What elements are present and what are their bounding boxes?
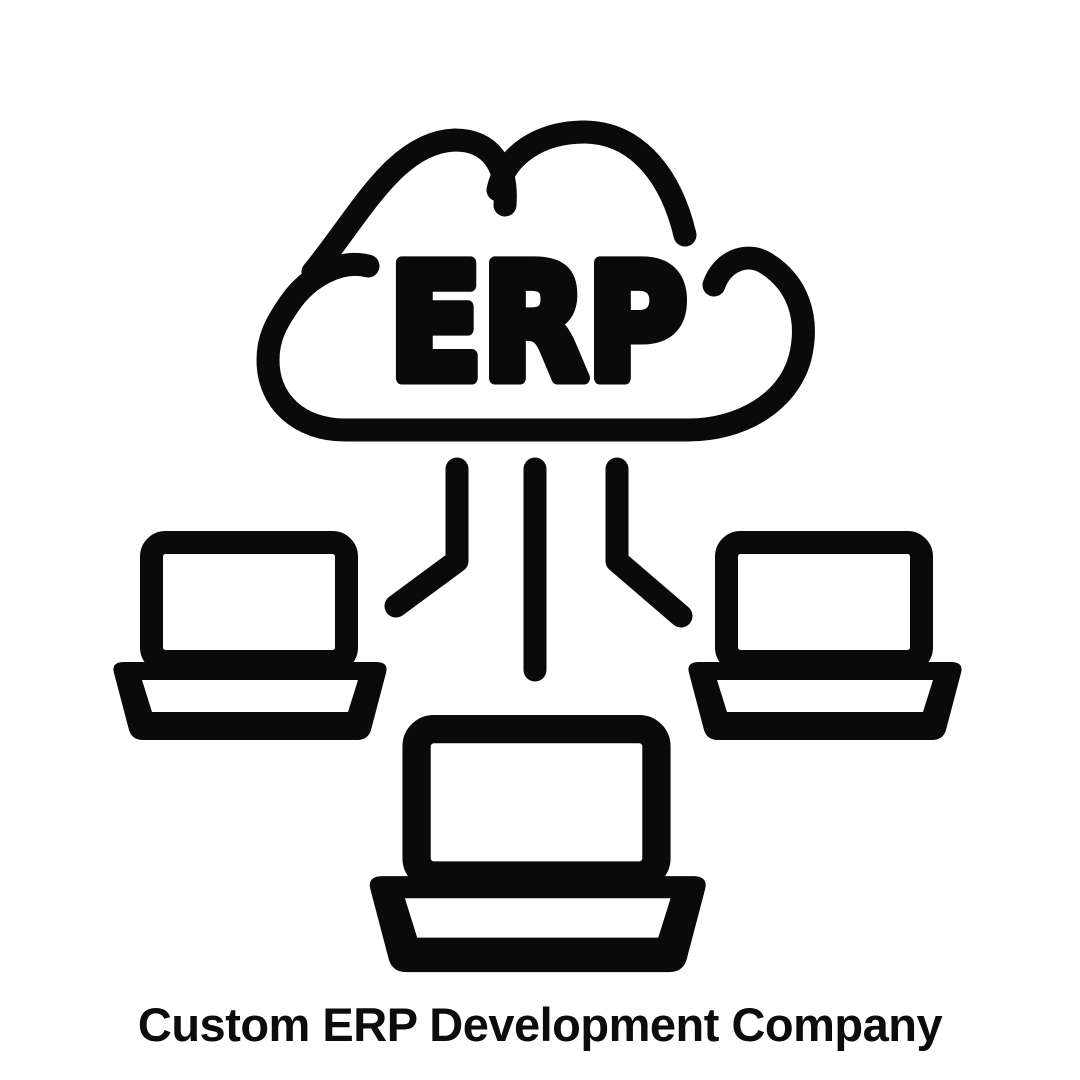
cloud-body-outline — [256, 246, 815, 442]
connector-lines — [384, 457, 693, 682]
connector-right — [605, 457, 693, 628]
cloud-right-bump — [486, 120, 697, 247]
laptop-icon-left — [113, 543, 386, 741]
caption-text: Custom ERP Development Company — [137, 998, 943, 1051]
laptop-icon-bottom — [370, 729, 706, 972]
cloud-erp-label: ERP — [389, 232, 687, 416]
connector-left — [384, 457, 469, 618]
erp-cloud-icon — [256, 120, 815, 442]
laptop-icon-right — [688, 543, 961, 741]
